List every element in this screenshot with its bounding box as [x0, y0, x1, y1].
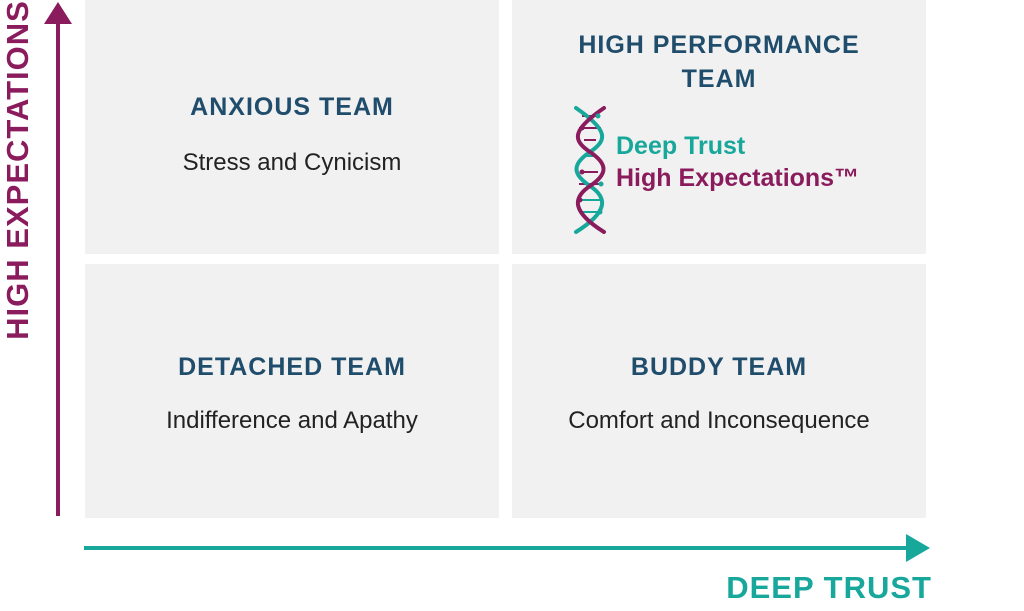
brand-text-high-expectations: High Expectations™: [616, 164, 860, 192]
quadrant-title: ANXIOUS TEAM: [190, 93, 394, 121]
quadrant-high-performance-team: HIGH PERFORMANCE TEAM: [512, 0, 926, 254]
brand-text-deep-trust: Deep Trust: [616, 132, 746, 160]
quadrant-description: Comfort and Inconsequence: [568, 407, 870, 434]
x-axis-label: DEEP TRUST: [726, 570, 932, 605]
brand-logo: Deep Trust High Expectations™: [568, 100, 898, 236]
quadrant-title-line2: TEAM: [681, 65, 757, 93]
quadrant-title-line1: HIGH PERFORMANCE: [578, 31, 860, 59]
quadrant-description: Indifference and Apathy: [166, 407, 418, 434]
quadrant-title: HIGH PERFORMANCE TEAM: [512, 28, 926, 96]
quadrant-description: Stress and Cynicism: [182, 149, 402, 176]
y-axis-label: HIGH EXPECTATIONS: [0, 0, 35, 340]
quadrant-title: DETACHED TEAM: [178, 353, 406, 381]
quadrant-anxious-team: ANXIOUS TEAM Stress and Cynicism: [85, 0, 499, 254]
quadrant-detached-team: DETACHED TEAM Indifference and Apathy: [85, 264, 499, 518]
dna-helix-icon: [574, 106, 606, 234]
quadrant-title: BUDDY TEAM: [630, 353, 808, 381]
x-axis-arrow: [84, 534, 930, 562]
quadrant-buddy-team: BUDDY TEAM Comfort and Inconsequence: [512, 264, 926, 518]
y-axis-arrow: [44, 2, 72, 516]
